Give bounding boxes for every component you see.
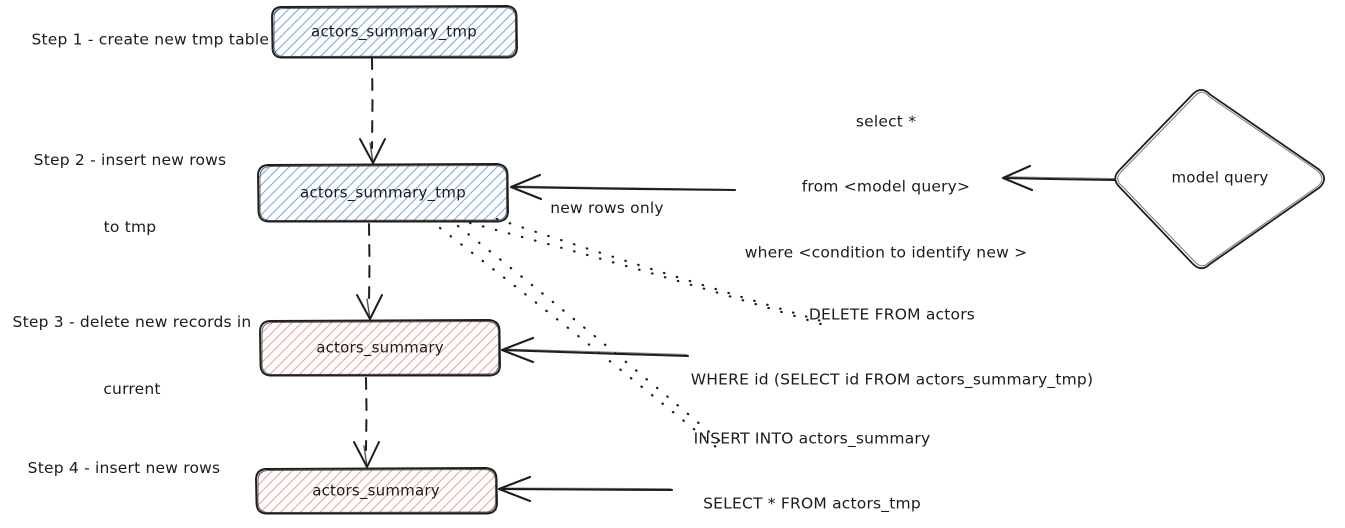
arrow-select-to-step2 [509,173,737,201]
node-step-1-box[interactable] [271,5,518,59]
annotation-insert-query: INSERT INTO actors_summary SELECT * FROM… [662,385,962,528]
step-2-description-line2: to tmp [103,218,157,237]
dotted-step2-to-insert [438,224,730,454]
step-2-description: Step 2 - insert new rows to tmp [5,104,255,284]
step-2-description-line1: Step 2 - insert new rows [33,151,227,170]
step-4-description-line2: into actors [0,524,249,528]
step-1-description-line1: Step 1 - create new tmp table [31,30,270,49]
edge-label-new-rows-only: new rows only [550,199,664,218]
annotation-select-query-line2: from <model query> [801,178,971,197]
step-2-node-label: actors_summary_tmp [300,183,466,202]
step-3-description-line2: current [103,380,161,399]
step-3-node-label: actors_summary [316,338,444,357]
step-4-node-label: actors_summary [312,481,440,500]
node-step-2-box[interactable] [257,163,509,223]
annotation-select-query-line1: select * [855,113,917,132]
step-3-description: Step 3 - delete new records in current [1,266,263,446]
step-1-node-label: actors_summary_tmp [311,22,477,41]
arrow-step2-to-step3 [356,223,383,320]
step-3-description-line1: Step 3 - delete new records in [12,313,252,332]
arrow-insert-to-step4 [497,475,674,503]
annotation-insert-query-line1: INSERT INTO actors_summary [693,429,931,448]
annotation-select-query-line3: where <condition to identify new > [744,243,1028,262]
annotation-insert-query-line2: SELECT * FROM actors_tmp [703,494,921,513]
model-query-node-label: model query [1171,168,1269,187]
annotation-delete-query-line1: DELETE FROM actors [808,305,976,324]
annotation-delete-query: DELETE FROM actors WHERE id (SELECT id F… [677,261,1107,435]
arrow-modelquery-to-select [1001,164,1117,192]
annotation-delete-query-line2: WHERE id (SELECT id FROM actors_summary_… [690,370,1094,389]
step-4-description: Step 4 - insert new rows into actors [0,412,249,528]
annotation-select-query: select * from <model query> where <condi… [716,69,1056,308]
step-1-description: Step 1 - create new tmp table [9,6,271,73]
node-step-3-box[interactable] [259,319,501,377]
arrow-step1-to-step2 [359,57,386,164]
node-model-query-diamond[interactable] [1114,88,1326,270]
step-4-description-line1: Step 4 - insert new rows [27,459,221,478]
arrow-delete-to-step3 [500,336,690,364]
node-step-4-box[interactable] [255,467,498,515]
arrow-step3-to-step4 [353,377,380,468]
